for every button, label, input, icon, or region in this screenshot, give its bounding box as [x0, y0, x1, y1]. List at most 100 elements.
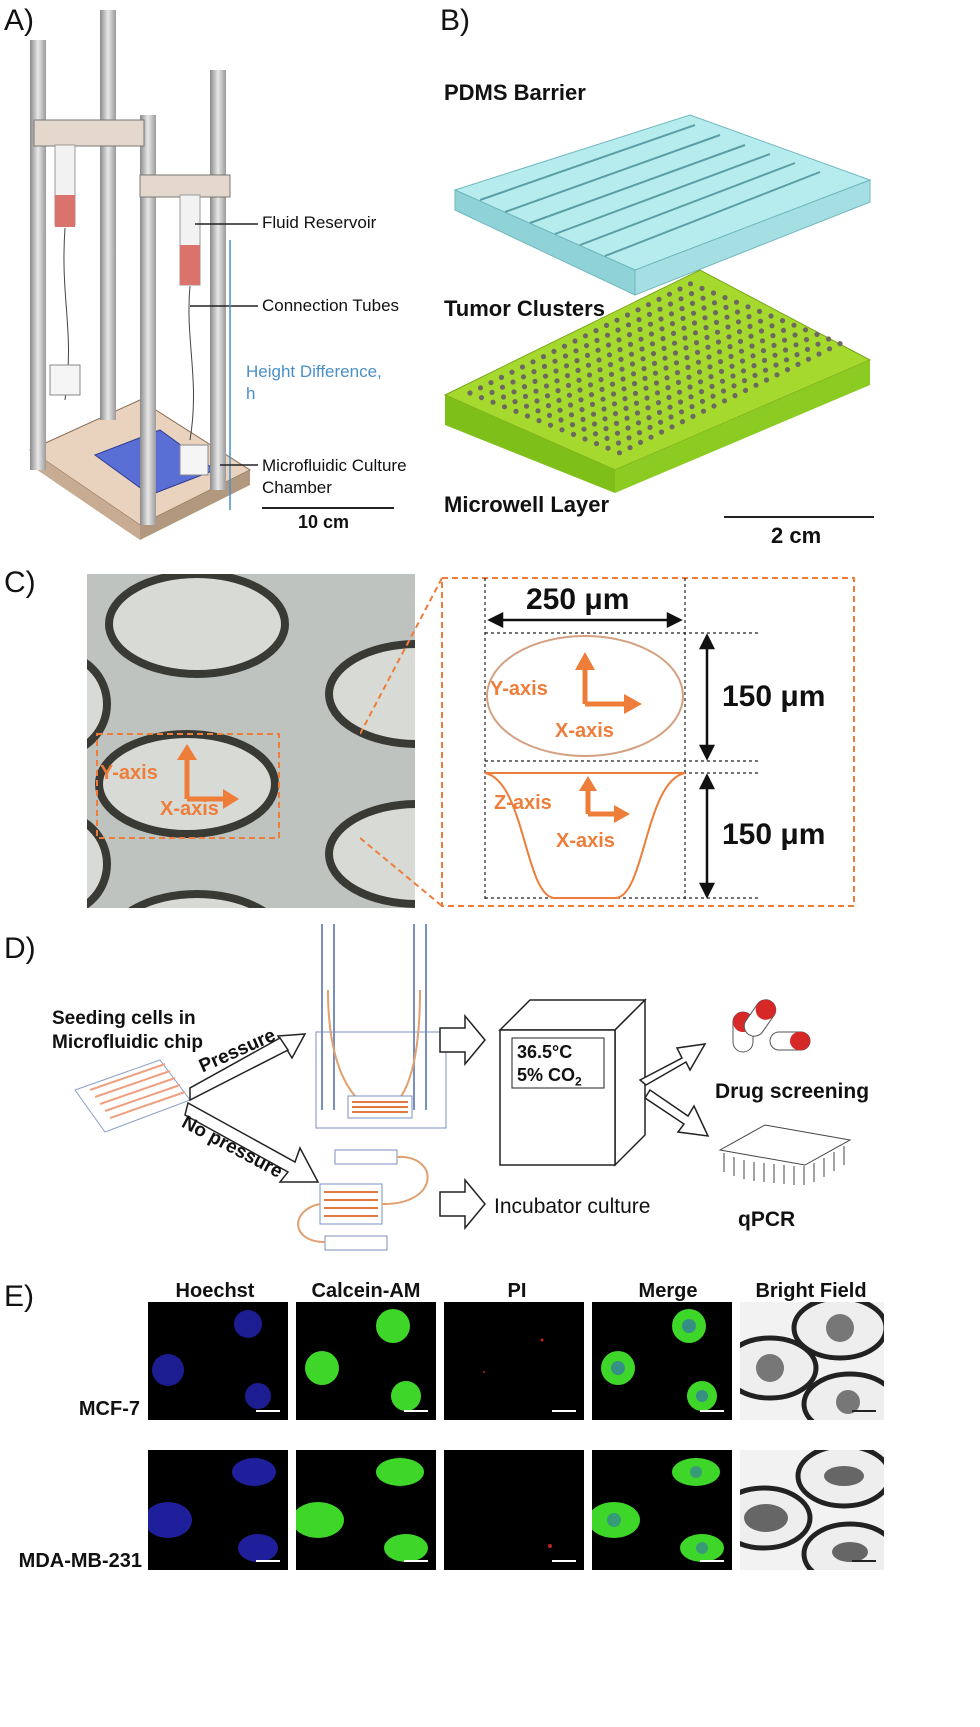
microwell-dot [708, 374, 714, 380]
microwell-dot [696, 369, 703, 375]
panel-b-scale-bar [724, 516, 874, 518]
microwell-dot [566, 392, 573, 398]
microwell-dot [687, 281, 694, 287]
microwell-dot [610, 391, 617, 397]
microwell-dot [714, 329, 721, 335]
microwell-dot [666, 291, 673, 297]
microwell-dot [655, 400, 662, 406]
microwell-dot [658, 429, 665, 435]
microwell-dot [558, 417, 564, 423]
microwell-dot [522, 393, 529, 399]
microwell-dot [582, 333, 589, 339]
microwell-dot [644, 395, 650, 401]
microwell-dot [733, 299, 740, 305]
microwell-dot [647, 424, 653, 430]
microwell-dot [711, 403, 717, 409]
microwell-dot [622, 396, 628, 402]
microwell-dot [728, 353, 734, 359]
microwell-dot [640, 356, 646, 362]
microwell-dot [530, 359, 536, 365]
microwell-dot [575, 367, 581, 373]
d-incubator-temp: 36.5°C [517, 1042, 573, 1062]
microwell-dot [726, 334, 732, 340]
microwell-dot [542, 373, 549, 379]
microwell-dot [510, 379, 516, 385]
microwell-dot [553, 368, 559, 374]
microwell-dot [638, 336, 644, 342]
microwell-dot [572, 338, 578, 344]
microwell-dot [685, 364, 691, 370]
microwell-dot [648, 331, 655, 337]
microwell-dot [815, 341, 821, 347]
c-micro-y-axis: Y-axis [100, 762, 158, 784]
microwell-dot [586, 372, 593, 378]
microwell-dot [707, 364, 713, 370]
microwell-dot [732, 393, 738, 399]
microwell-dot [793, 342, 799, 348]
microwell-dot [604, 435, 610, 441]
panel-d-flow-diagram [74, 924, 852, 1251]
microwell-dot [750, 353, 756, 359]
microwell-dot [627, 341, 634, 347]
microwell-dot [598, 377, 604, 383]
microwell-dot [730, 373, 736, 379]
microwell-dot [774, 372, 780, 378]
microwell-dot [645, 302, 652, 308]
label-microwell-layer: Microwell Layer [444, 492, 610, 517]
microwell-dot [695, 359, 702, 365]
microwell-dot [770, 333, 776, 339]
microwell-dot [562, 353, 569, 359]
microwell-dot [545, 403, 552, 409]
microwell-dot [532, 378, 538, 384]
microwell-dot [519, 364, 526, 370]
microwell-dot [758, 328, 765, 334]
microwell-dot [667, 301, 674, 307]
microwell-dot [645, 405, 651, 411]
microwell-dot [763, 377, 770, 383]
microwell-dot [684, 355, 690, 361]
microwell-dot [756, 308, 763, 314]
microwell-dot [779, 318, 786, 324]
microwell-dot [657, 306, 663, 312]
microwell-dot [668, 414, 674, 420]
microwell-dot [678, 296, 684, 302]
microwell-dot [599, 386, 605, 392]
panel-c-zoom-lines [360, 577, 855, 907]
microwell-dot [637, 439, 644, 445]
microwell-dot [715, 339, 722, 345]
microwell-dot [688, 291, 695, 297]
microwell-dot [587, 382, 594, 388]
microwell-dot [688, 394, 694, 400]
microwell-dot [583, 343, 590, 349]
microwell-dot [630, 371, 637, 377]
microwell-dot [837, 341, 843, 347]
microwell-dot [570, 431, 577, 437]
e-col-merge: Merge [638, 1280, 698, 1302]
microwell-dot [736, 329, 743, 335]
microwell-dot [646, 415, 652, 421]
d-seeding-line1: Seeding cells in [52, 1008, 196, 1029]
microwell-dot [635, 307, 641, 313]
microwell-dot [722, 295, 728, 301]
d-co2-sub: 2 [575, 1074, 582, 1089]
microwell-dot [639, 346, 645, 352]
microwell-dot [721, 398, 728, 404]
microwell-dot [719, 378, 726, 384]
microwell-dot [602, 416, 608, 422]
microwell-dot [735, 319, 742, 325]
d-qpcr: qPCR [738, 1208, 796, 1231]
panel-a-device-illustration [28, 10, 252, 540]
panel-a-leader-lines [190, 223, 258, 510]
microwell-dot [580, 416, 586, 422]
microwell-dot [761, 357, 768, 363]
microwell-dot [701, 305, 707, 311]
label-fluid-reservoir: Fluid Reservoir [262, 213, 377, 232]
microwell-dot [620, 376, 626, 382]
microwell-dot [651, 360, 658, 366]
microwell-dot [669, 424, 675, 430]
microwell-dot [509, 369, 515, 375]
microwell-dot [606, 352, 613, 358]
microwell-dot [664, 375, 670, 381]
microwell-dot [646, 311, 653, 317]
d-co2-prefix: 5% CO [517, 1065, 576, 1085]
